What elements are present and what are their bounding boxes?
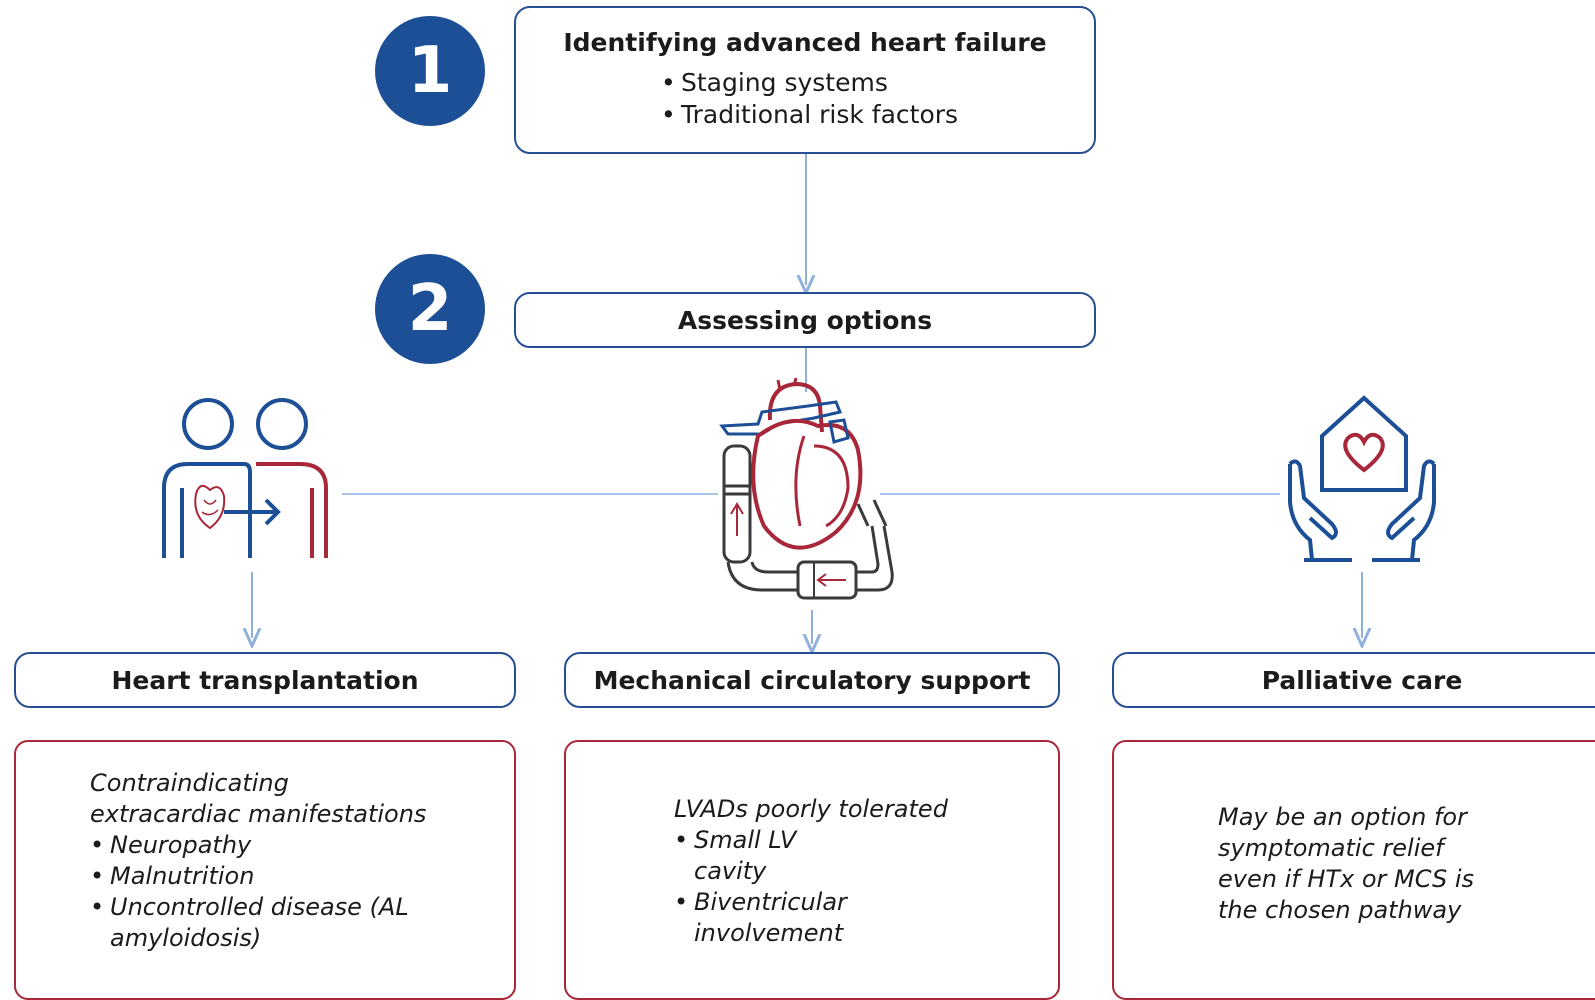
step-1-badge: 1 <box>375 16 485 126</box>
detail-item: Small LV cavity <box>674 825 874 887</box>
detail-box-mechanical-circulatory-support: LVADs poorly tolerated Small LV cavity B… <box>564 740 1060 1000</box>
detail-item: Neuropathy <box>90 830 430 861</box>
option-label-text: Heart transplantation <box>111 665 419 695</box>
option-label-heart-transplantation: Heart transplantation <box>14 652 516 708</box>
option-label-palliative-care: Palliative care <box>1112 652 1595 708</box>
step-1-list: Staging systems Traditional risk factors <box>661 67 1094 131</box>
step-2-title: Assessing options <box>677 305 933 335</box>
option-label-mechanical-circulatory-support: Mechanical circulatory support <box>564 652 1060 708</box>
palliative-care-hands-icon <box>1288 395 1436 562</box>
step-1-box: Identifying advanced heart failure Stagi… <box>514 6 1096 154</box>
step-1-item: Staging systems <box>661 67 1094 99</box>
detail-intro-line: Contraindicating <box>90 769 289 797</box>
detail-box-heart-transplantation: Contraindicating extracardiac manifestat… <box>14 740 516 1000</box>
detail-item: Biventricular involvement <box>674 887 874 949</box>
detail-box-palliative-care: May be an option for symptomatic relief … <box>1112 740 1595 1000</box>
step-2-badge: 2 <box>375 254 485 364</box>
option-label-text: Mechanical circulatory support <box>593 665 1031 695</box>
lvad-heart-icon <box>719 377 894 600</box>
detail-item: Uncontrolled disease (AL amyloidosis) <box>90 892 430 954</box>
detail-intro-line: LVADs poorly tolerated <box>674 795 948 823</box>
detail-item: Malnutrition <box>90 861 430 892</box>
detail-list: Small LV cavity Biventricular involvemen… <box>674 825 874 949</box>
heart-transplant-icon <box>162 398 328 558</box>
step-1-title: Identifying advanced heart failure <box>563 28 1047 57</box>
step-2-box: Assessing options <box>514 292 1096 348</box>
option-label-text: Palliative care <box>1261 665 1463 695</box>
detail-intro-line: extracardiac manifestations <box>90 800 427 828</box>
detail-list: Neuropathy Malnutrition Uncontrolled dis… <box>90 830 430 954</box>
detail-text: May be an option for symptomatic relief … <box>1218 803 1474 924</box>
step-1-item: Traditional risk factors <box>661 99 1094 131</box>
